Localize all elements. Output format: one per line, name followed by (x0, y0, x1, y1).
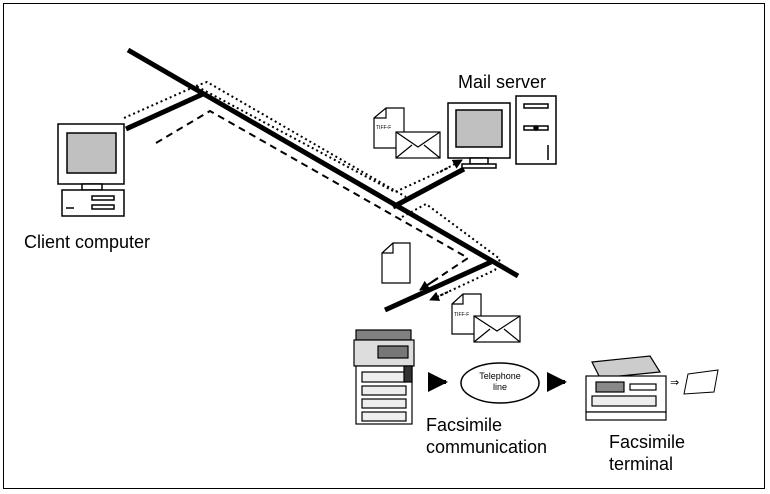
tiff-email-icon-bottom (451, 293, 521, 343)
tiff-tag-bottom: TIFF-F (454, 312, 469, 318)
arrow-to-mfp-dashed (419, 277, 439, 291)
email-dotted-path (123, 80, 502, 298)
fax-terminal-icon (585, 355, 667, 421)
telephone-line-label: Telephone line (462, 371, 538, 393)
output-arrow-icon: ⇒ (670, 376, 679, 389)
arrow-to-mfp-dotted (429, 291, 449, 301)
fax-terminal-label-2: terminal (609, 454, 674, 474)
tiff-email-icon-top (373, 107, 441, 159)
fax-communication-label: Facsimile communication (426, 414, 547, 458)
telephone-line-label-1: Telephone (479, 371, 521, 381)
mfp-copier-icon (353, 329, 415, 425)
client-computer-icon (57, 123, 125, 217)
fax-terminal-label-1: Facsimile (609, 432, 686, 452)
telephone-line-ellipse (460, 362, 540, 404)
mail-server-icon (447, 95, 557, 169)
arrow-to-server (439, 159, 463, 173)
client-computer-label: Client computer (24, 232, 151, 252)
telephone-line-label-2: line (492, 382, 507, 392)
fax-communication-label-1: Facsimile (426, 415, 503, 435)
fax-terminal-label: Facsimile terminal (609, 431, 685, 475)
mail-server-label: Mail server (458, 72, 547, 92)
output-paper-icon (683, 369, 719, 395)
document-icon (381, 242, 411, 284)
tiff-tag-top: TIFF-F (376, 125, 391, 131)
fax-communication-label-2: communication (426, 437, 548, 457)
